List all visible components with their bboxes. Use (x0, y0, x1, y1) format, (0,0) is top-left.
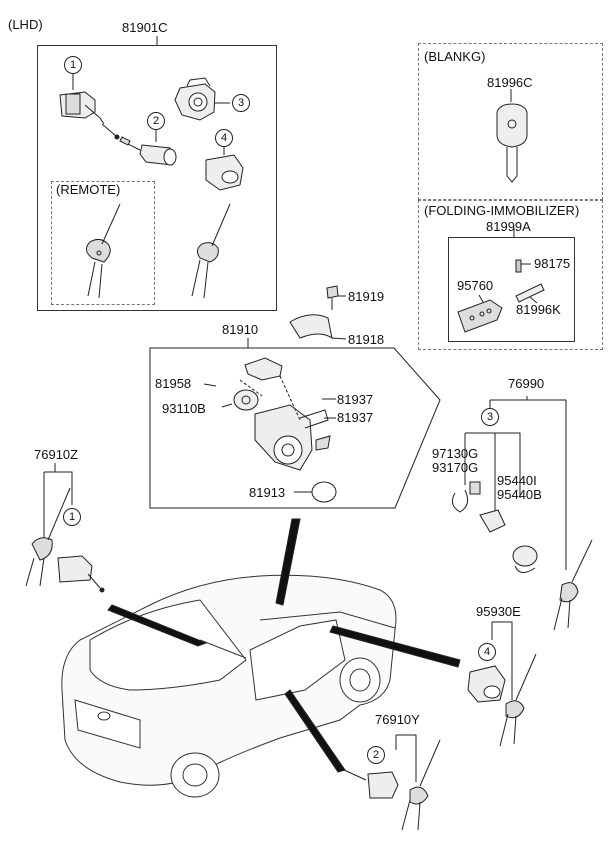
callout-1: 1 (64, 56, 82, 74)
pointer-rear-door (107, 604, 208, 647)
pointer-ignition (275, 518, 301, 606)
folding-key-inner-frame (448, 237, 575, 342)
steering-lock-clamp (289, 314, 333, 340)
part-81937-b-label: 81937 (337, 410, 374, 425)
pointer-right-lock (329, 625, 461, 668)
callout-2: 2 (147, 112, 165, 130)
part-93110B-label: 93110B (162, 401, 206, 416)
part-81919-label: 81919 (348, 289, 385, 304)
blank-key-label: 81996C (487, 75, 533, 90)
door-lock-cylinder-1 (59, 91, 120, 140)
folding-title-label: (FOLDING-IMMOBILIZER) (424, 203, 580, 218)
blank-key-frame (418, 43, 603, 200)
callout-4-right: 4 (478, 643, 496, 661)
part-81996K-label: 81996K (516, 302, 561, 317)
part-98175-label: 98175 (534, 256, 571, 271)
ignition-switch-assembly (233, 357, 337, 503)
part-95930E-label: 95930E (476, 604, 521, 619)
key-76990 (553, 539, 593, 631)
lock-housing-3 (174, 77, 216, 121)
remote-key-set-right (191, 203, 231, 299)
key-76910Z (25, 487, 71, 587)
part-81958-label: 81958 (155, 376, 192, 391)
immobilizer-antenna (451, 481, 538, 573)
part-95440I-label: 95440I (497, 473, 537, 488)
callout-1-left: 1 (63, 508, 81, 526)
callout-2-bottom: 2 (367, 746, 385, 764)
remote-title-label: (REMOTE) (56, 182, 121, 197)
blank-title-label: (BLANKG) (424, 49, 486, 64)
key-95930E (499, 653, 537, 747)
part-95440B-label: 95440B (497, 487, 542, 502)
callout-3-right: 3 (481, 408, 499, 426)
ignition-cylinder-2 (119, 136, 177, 166)
door-cylinder-76910Y (343, 769, 399, 799)
callout-3: 3 (232, 94, 250, 112)
part-95760-label: 95760 (457, 278, 494, 293)
part-76990-label: 76990 (508, 376, 545, 391)
lock-95930E (467, 665, 506, 703)
main-kit-frame (37, 45, 277, 311)
part-76910Z-label: 76910Z (34, 447, 79, 462)
part-93170G-label: 93170G (432, 460, 479, 475)
lock-housing-4 (205, 154, 244, 191)
shear-bolt (326, 285, 339, 310)
car-illustration (61, 574, 397, 798)
part-81937-a-label: 81937 (337, 392, 374, 407)
part-81910-label: 81910 (222, 322, 259, 337)
part-76910Y-label: 76910Y (375, 712, 420, 727)
remote-kit-frame (51, 181, 155, 305)
pointer-front-door (284, 689, 346, 773)
folding-key-label: 81999A (486, 219, 531, 234)
remote-key-set-left (86, 203, 121, 299)
key-76910Y (401, 739, 441, 831)
door-cylinder-76910Z (57, 555, 105, 593)
kit-81901C-label: 81901C (122, 20, 168, 35)
header-label: (LHD) (8, 17, 43, 32)
callout-4: 4 (215, 129, 233, 147)
blank-key (496, 103, 528, 183)
folding-key (457, 259, 545, 333)
part-81913-label: 81913 (249, 485, 286, 500)
part-81918-label: 81918 (348, 332, 385, 347)
folding-key-frame (418, 200, 603, 350)
part-97130G-label: 97130G (432, 446, 479, 461)
